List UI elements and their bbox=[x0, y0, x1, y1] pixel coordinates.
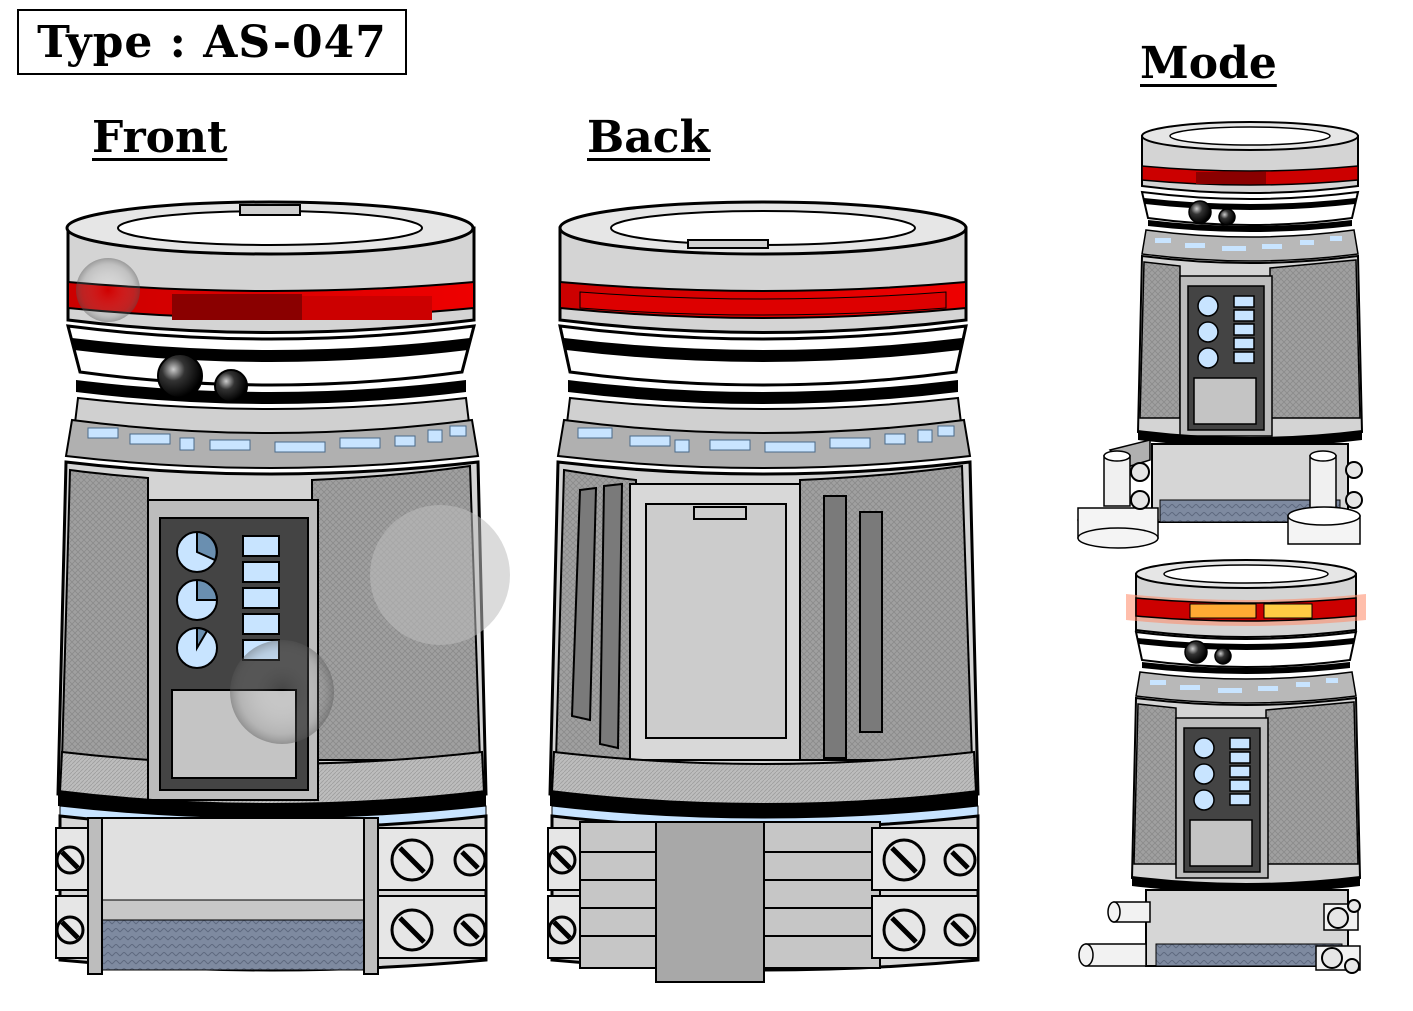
mode-view-label: Mode bbox=[1140, 38, 1277, 89]
mode-view-1 bbox=[1077, 121, 1364, 549]
front-view bbox=[55, 200, 510, 975]
front-view-label: Front bbox=[92, 112, 228, 163]
back-view bbox=[547, 200, 980, 983]
type-label: Type : AS-047 bbox=[17, 9, 407, 75]
mode-view-2 bbox=[1078, 559, 1366, 974]
back-view-label: Back bbox=[587, 112, 710, 163]
